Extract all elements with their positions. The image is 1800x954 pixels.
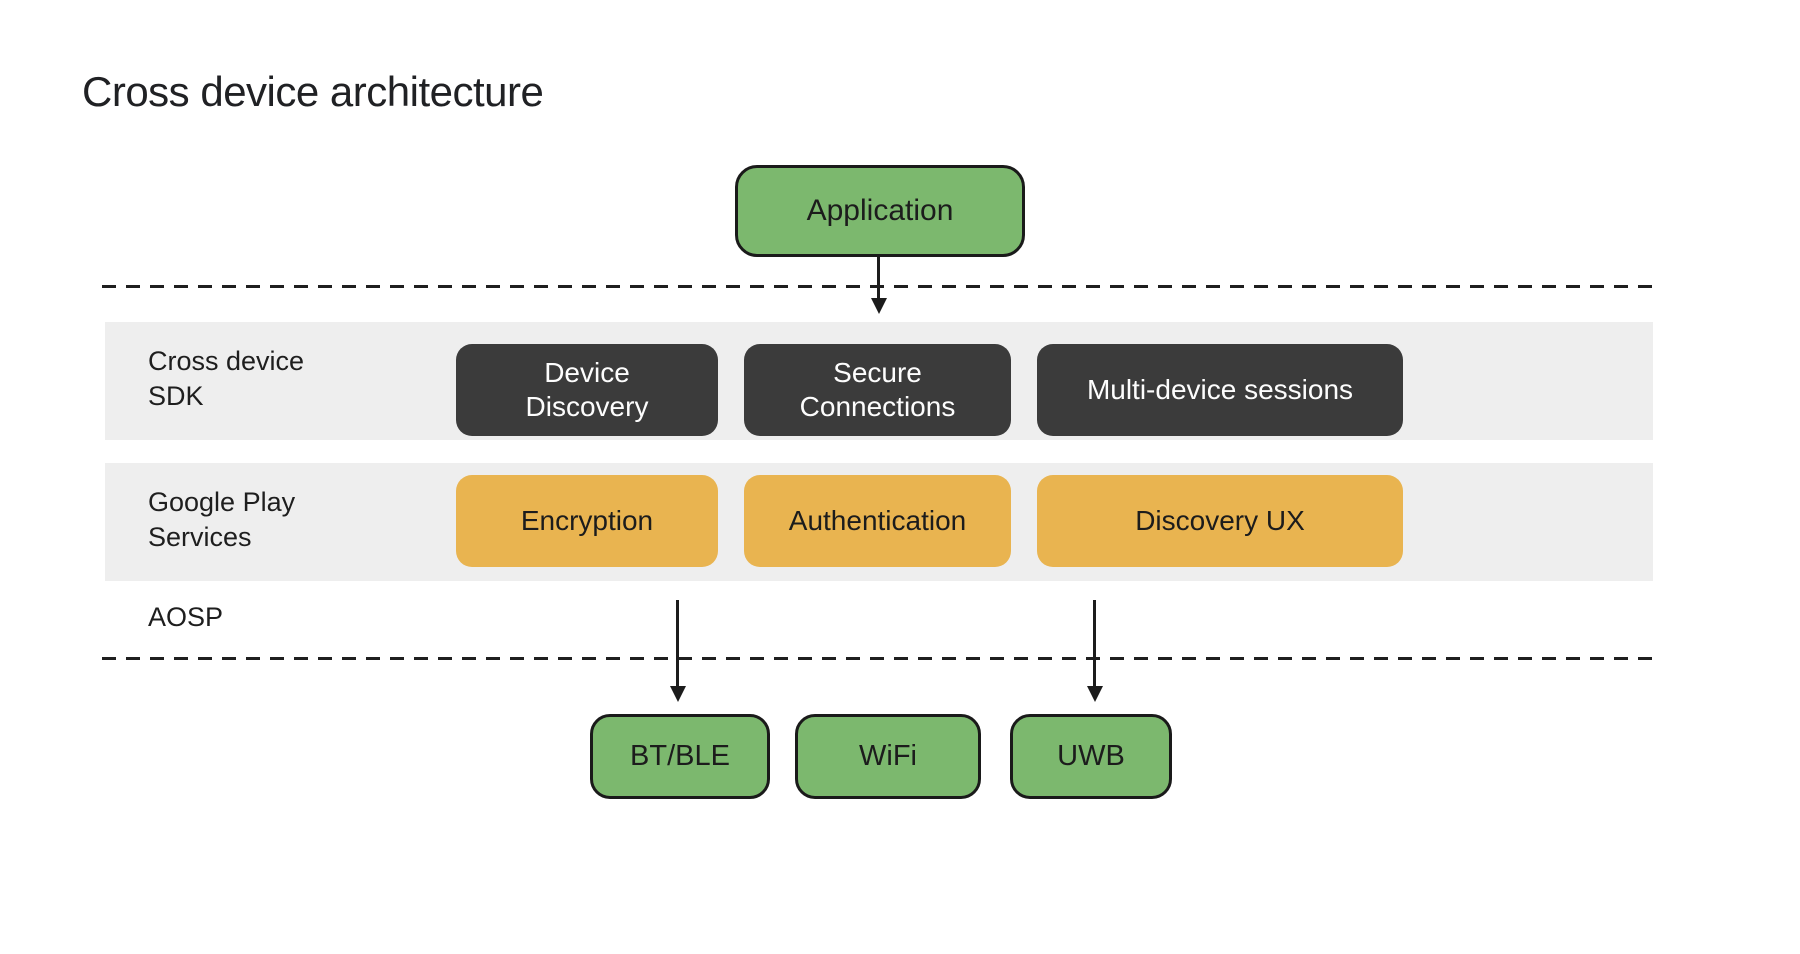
down-arrow-to-uwb <box>1093 600 1096 687</box>
page-title: Cross device architecture <box>82 68 544 115</box>
down-arrow-application-to-sdk <box>877 257 880 299</box>
box-secure-connections: Secure Connections <box>744 344 1011 436</box>
layer-label-google-play-services: Google Play Services <box>148 487 296 553</box>
box-wifi: WiFi <box>795 714 981 799</box>
layer-label-cross-device-sdk: Cross device SDK <box>148 346 305 412</box>
box-uwb: UWB <box>1010 714 1172 799</box>
down-arrow-to-bt-ble <box>676 600 679 687</box>
layer-label-aosp: AOSP <box>148 602 224 632</box>
box-multi-device-sessions: Multi-device sessions <box>1037 344 1403 436</box>
box-discovery-ux: Discovery UX <box>1037 475 1403 567</box>
boundary-dashed-line-top <box>102 285 1653 288</box>
box-encryption: Encryption <box>456 475 718 567</box>
boundary-dashed-line-bottom <box>102 657 1653 660</box>
box-device-discovery: Device Discovery <box>456 344 718 436</box>
box-authentication: Authentication <box>744 475 1011 567</box>
box-bt-ble: BT/BLE <box>590 714 770 799</box>
application-box: Application <box>735 165 1025 257</box>
